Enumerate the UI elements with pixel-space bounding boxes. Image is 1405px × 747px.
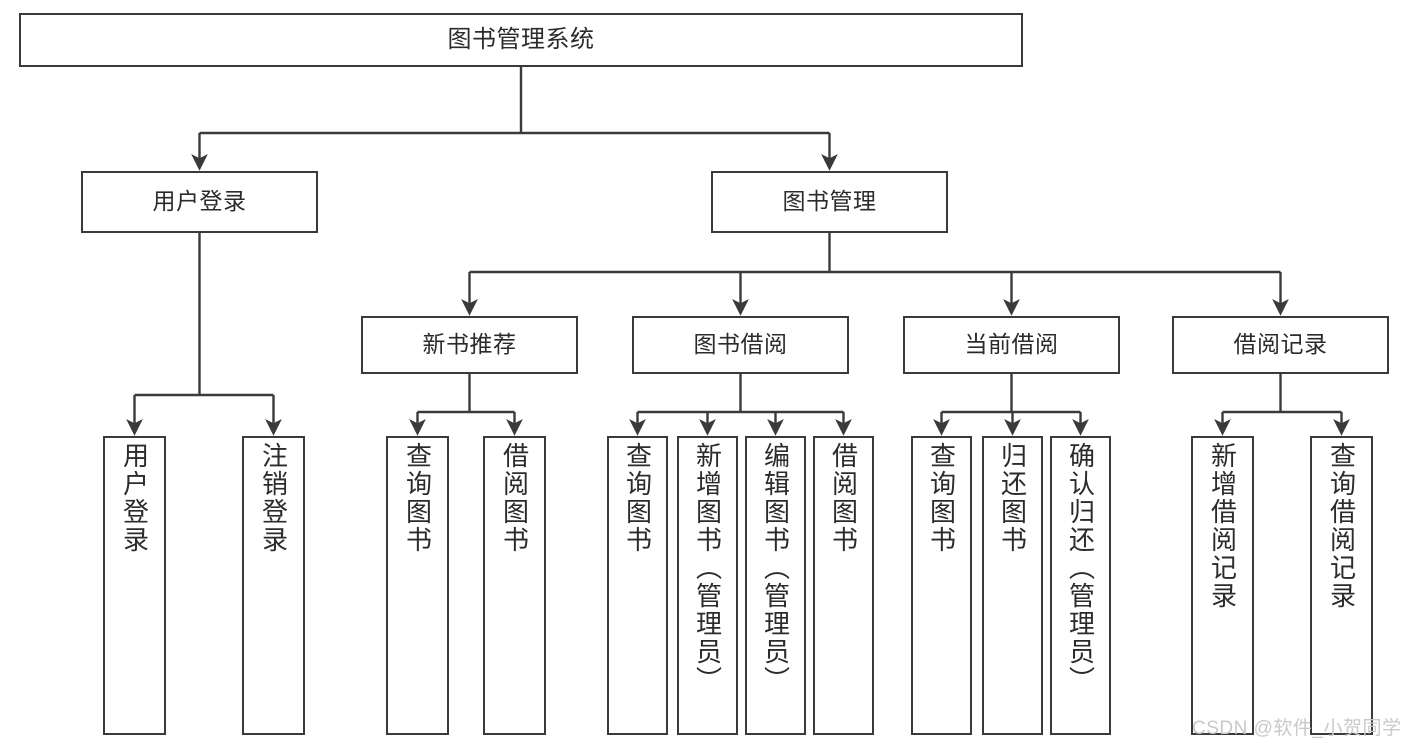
node-leaf-query-record[interactable]: 查询借阅记录 xyxy=(1310,436,1373,735)
node-label: 借阅记录 xyxy=(1233,331,1328,358)
node-label: 编辑图书（管理员） xyxy=(760,442,791,694)
node-user-login[interactable]: 用户登录 xyxy=(81,171,318,233)
node-leaf-query-book-3[interactable]: 查询图书 xyxy=(911,436,972,735)
node-label: 注销登录 xyxy=(258,442,289,554)
node-label: 查询借阅记录 xyxy=(1326,442,1357,610)
node-label: 图书管理系统 xyxy=(447,25,595,53)
node-new-book-recommend[interactable]: 新书推荐 xyxy=(361,316,578,374)
node-leaf-borrow-book-2[interactable]: 借阅图书 xyxy=(813,436,874,735)
node-label: 图书借阅 xyxy=(693,331,788,358)
node-leaf-return-book[interactable]: 归还图书 xyxy=(982,436,1043,735)
node-leaf-add-record[interactable]: 新增借阅记录 xyxy=(1191,436,1254,735)
node-label: 当前借阅 xyxy=(964,331,1059,358)
csdn-watermark: CSDN @软件_小贺同学 xyxy=(1192,718,1402,739)
node-leaf-add-book[interactable]: 新增图书（管理员） xyxy=(677,436,738,735)
node-leaf-query-book-1[interactable]: 查询图书 xyxy=(386,436,449,735)
node-leaf-borrow-book-1[interactable]: 借阅图书 xyxy=(483,436,546,735)
node-leaf-query-book-2[interactable]: 查询图书 xyxy=(607,436,668,735)
node-label: 新增借阅记录 xyxy=(1207,442,1238,610)
node-label: 借阅图书 xyxy=(499,442,530,554)
node-root[interactable]: 图书管理系统 xyxy=(19,13,1023,67)
node-borrow-record[interactable]: 借阅记录 xyxy=(1172,316,1389,374)
node-label: 用户登录 xyxy=(152,188,247,215)
node-current-borrow[interactable]: 当前借阅 xyxy=(903,316,1120,374)
node-label: 借阅图书 xyxy=(828,442,859,554)
node-label: 查询图书 xyxy=(402,442,433,554)
node-book-manage[interactable]: 图书管理 xyxy=(711,171,948,233)
node-leaf-confirm-return[interactable]: 确认归还（管理员） xyxy=(1050,436,1111,735)
node-book-borrow[interactable]: 图书借阅 xyxy=(632,316,849,374)
node-leaf-logout[interactable]: 注销登录 xyxy=(242,436,305,735)
node-label: 用户登录 xyxy=(119,442,150,554)
node-label: 归还图书 xyxy=(997,442,1028,554)
node-label: 图书管理 xyxy=(782,188,877,215)
node-leaf-user-login[interactable]: 用户登录 xyxy=(103,436,166,735)
node-label: 确认归还（管理员） xyxy=(1065,442,1096,694)
node-label: 新书推荐 xyxy=(422,331,517,358)
node-label: 查询图书 xyxy=(926,442,957,554)
node-leaf-edit-book[interactable]: 编辑图书（管理员） xyxy=(745,436,806,735)
node-label: 新增图书（管理员） xyxy=(692,442,723,694)
node-label: 查询图书 xyxy=(622,442,653,554)
